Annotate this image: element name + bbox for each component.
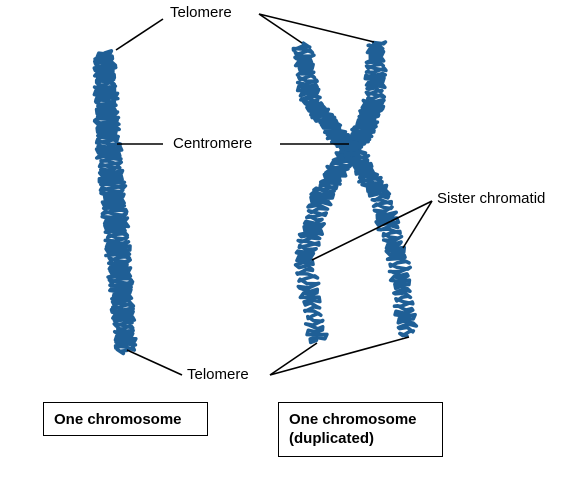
single-chromosome-caption: One chromosome [43, 402, 208, 436]
sister-chromatid-left [291, 41, 364, 345]
leader-telomere-duplicated-bottom-right [269, 336, 410, 376]
sister-chromatid-right [337, 40, 419, 338]
leader-sister-chromatid-left [311, 200, 433, 261]
single-chromosome-strand [92, 49, 138, 356]
leader-telomere-single-bottom [126, 349, 183, 376]
telomere-top-label: Telomere [170, 4, 232, 21]
leader-sister-chromatid-right [402, 200, 433, 249]
sister-chromatid-label: Sister chromatid [437, 190, 546, 207]
single-chromosome-caption-text: One chromosome [54, 411, 182, 428]
leader-telomere-duplicated-left [258, 13, 303, 44]
leader-telomere-single-top [115, 18, 164, 51]
telomere-bottom-label: Telomere [187, 366, 249, 383]
leader-lines [115, 13, 433, 376]
centromere-label: Centromere [173, 135, 253, 152]
leader-telomere-duplicated-bottom-left [269, 342, 318, 376]
duplicated-caption-line1: One chromosome [289, 411, 417, 428]
chromosome-drawings [92, 40, 419, 356]
centromere-knot [341, 140, 361, 152]
leader-telomere-duplicated-right [258, 13, 375, 43]
duplicated-chromosome-caption: One chromosome (duplicated) [278, 402, 443, 457]
duplicated-caption-line2: (duplicated) [289, 430, 374, 447]
